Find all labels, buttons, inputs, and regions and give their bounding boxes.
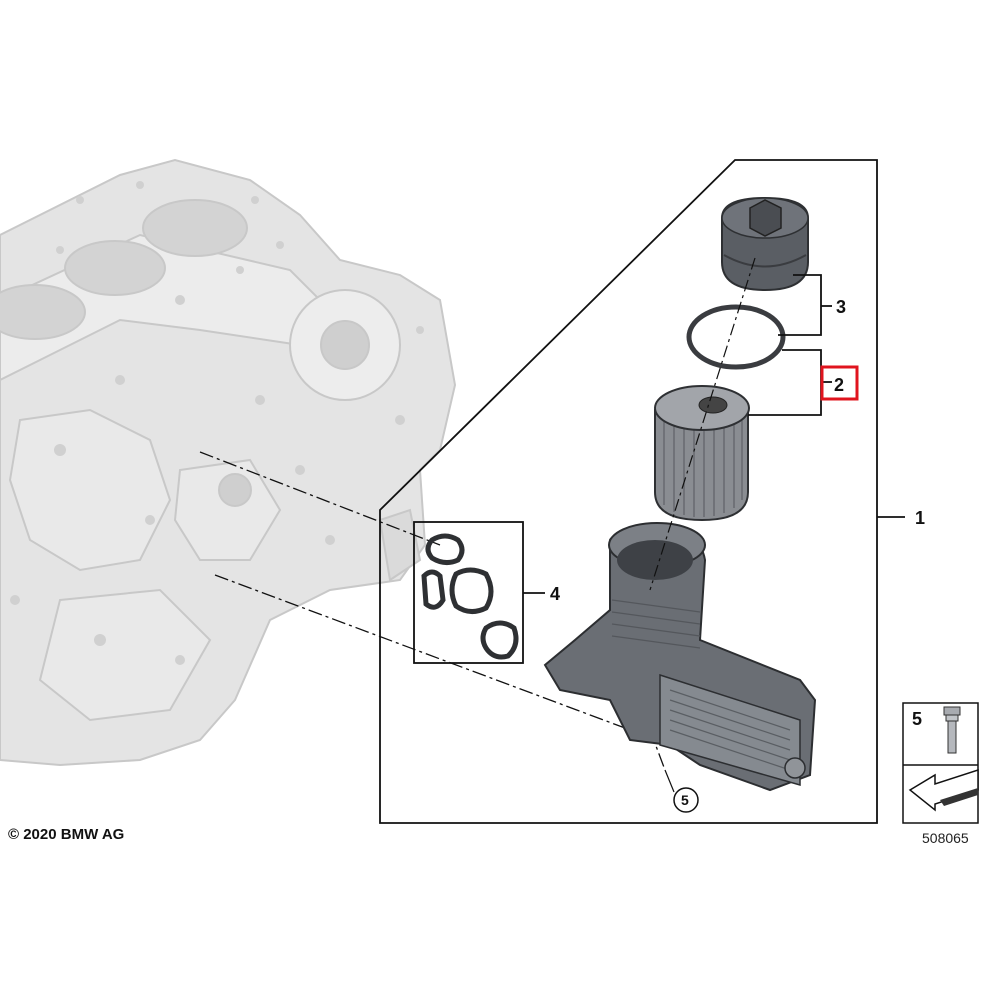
oil-filter-housing-icon	[543, 522, 817, 792]
callout-1: 1	[915, 508, 925, 528]
bracket-3	[778, 274, 832, 336]
callout-2[interactable]: 2	[834, 375, 844, 395]
oil-filter-cap-icon	[721, 196, 809, 292]
o-ring-icon	[686, 304, 786, 370]
main-assembly-frame	[379, 159, 905, 824]
gasket-set-icon	[413, 521, 545, 664]
arrow-direction-icon	[908, 768, 979, 812]
callout-5-circled-label: 5	[681, 792, 689, 808]
bolt-panel	[902, 702, 979, 824]
callout-5-circle	[664, 769, 699, 813]
figure-number: 508065	[922, 830, 969, 846]
bolt-icon	[943, 706, 961, 754]
callout-5: 5	[912, 709, 922, 729]
callout-4: 4	[550, 584, 560, 604]
callout-3: 3	[836, 297, 846, 317]
engine-block-icon	[0, 158, 457, 767]
copyright-text: © 2020 BMW AG	[8, 826, 125, 843]
oil-filter-element-icon	[654, 385, 750, 522]
bracket-2	[748, 349, 832, 416]
highlight-box	[820, 365, 859, 401]
